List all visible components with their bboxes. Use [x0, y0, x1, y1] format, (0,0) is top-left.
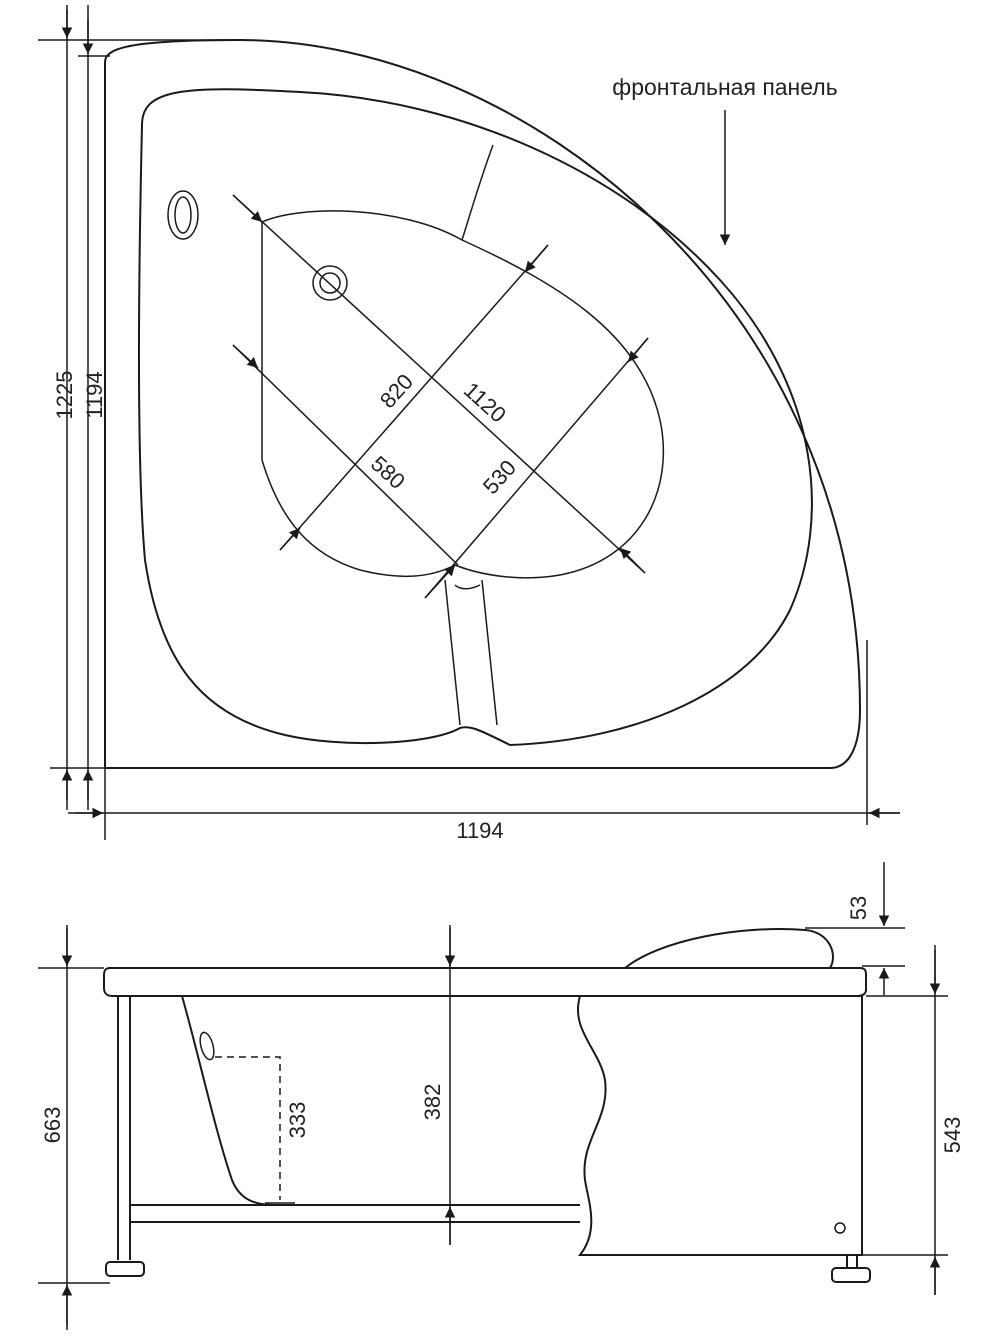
top-view: 1225 1194 1194 фронтальная панель 1120 8… — [38, 5, 900, 843]
inner-seat-contour — [261, 210, 665, 579]
dim-label-1225: 1225 — [52, 371, 77, 420]
panel-screw-icon — [834, 1222, 846, 1234]
side-view: 663 382 333 53 543 — [38, 862, 965, 1330]
side-bowl-profile — [181, 995, 580, 1206]
arrow-530-bottom — [424, 564, 456, 599]
side-front-panel — [577, 995, 863, 1256]
dim-label-1120: 1120 — [459, 377, 511, 427]
right-foot — [831, 1267, 871, 1283]
drain-icon — [312, 265, 348, 301]
dim-line-1120 — [232, 194, 646, 574]
arrow-820-top — [524, 244, 549, 273]
arrow-530-top — [627, 337, 649, 363]
tub-outer-rim — [104, 38, 862, 769]
drain-inner-icon — [319, 272, 341, 294]
overflow-icon — [199, 1031, 215, 1061]
tub-rim — [103, 967, 867, 997]
dim-label-580: 580 — [366, 451, 410, 494]
pillow-icon — [167, 190, 199, 240]
dim-line-530 — [424, 337, 649, 599]
dim-label-382: 382 — [420, 1084, 445, 1121]
dim-label-53: 53 — [846, 896, 871, 920]
frame-crossbar — [130, 1204, 580, 1223]
arrow-820-bottom — [279, 527, 301, 551]
arrow-1120-start — [232, 194, 263, 223]
dim-label-543: 543 — [940, 1117, 965, 1154]
side-headrest — [624, 928, 834, 969]
arrow-1120-end — [619, 547, 646, 574]
dim-label-820: 820 — [375, 369, 418, 413]
footwell-channel — [444, 579, 498, 726]
headrest-divider — [461, 144, 494, 241]
pillow-inner-icon — [174, 196, 192, 234]
dim-line-580 — [232, 344, 459, 566]
dim-label-663: 663 — [40, 1107, 65, 1144]
front-panel-label: фронтальная панель — [612, 74, 837, 100]
dim-label-1194-vertical: 1194 — [82, 371, 107, 418]
dim-line-820 — [279, 244, 549, 551]
frame-left-leg — [117, 996, 131, 1260]
left-foot — [105, 1261, 145, 1277]
frame-right-leg — [846, 1255, 858, 1268]
dim-label-530: 530 — [478, 455, 521, 499]
tub-inner-bowl — [137, 88, 813, 747]
arrow-580-top — [232, 344, 259, 369]
dim-label-333: 333 — [285, 1102, 310, 1139]
drain-height-dashed — [215, 1056, 281, 1200]
dim-label-1194-horizontal: 1194 — [456, 818, 503, 843]
